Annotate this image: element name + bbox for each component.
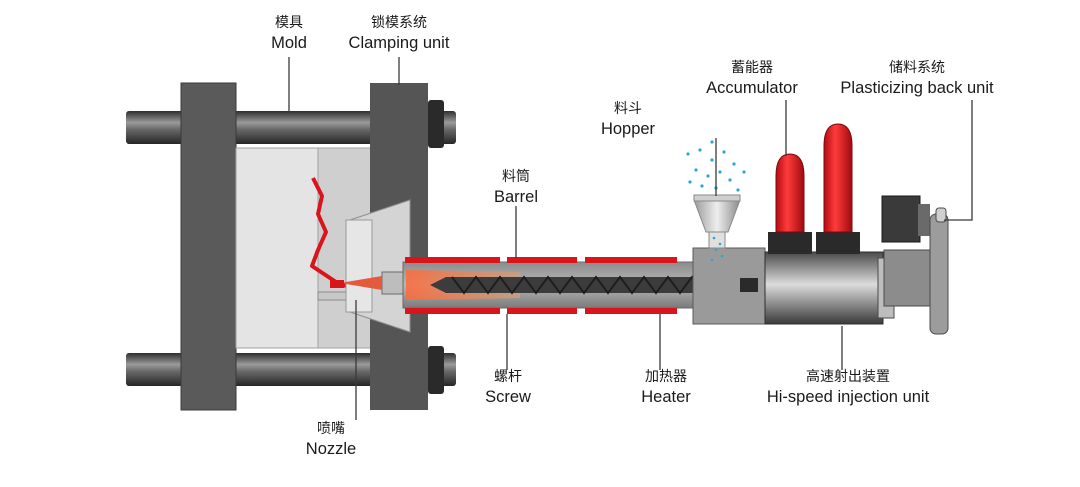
label-hopper: 料斗 Hopper — [592, 102, 664, 138]
mold-cavity — [310, 177, 347, 288]
accumulator-right — [823, 123, 853, 233]
label-heater: 加热器 Heater — [626, 370, 706, 406]
accumulator-left — [775, 153, 805, 233]
plasticizing-back-unit — [881, 195, 949, 335]
accumulators — [768, 123, 860, 254]
label-plasticizing: 储料系统 Plasticizing back unit — [826, 61, 1008, 97]
label-screw-zh: 螺杆 — [494, 369, 522, 385]
label-heater-en: Heater — [641, 388, 691, 406]
label-barrel: 料筒 Barrel — [480, 170, 552, 206]
barrel — [402, 257, 760, 314]
hopper-pellets — [686, 140, 746, 262]
label-plasticizing-zh: 储料系统 — [889, 60, 945, 76]
label-clamping: 锁模系统 Clamping unit — [333, 16, 465, 52]
label-hopper-en: Hopper — [600, 120, 656, 138]
label-screw: 螺杆 Screw — [472, 370, 544, 406]
label-nozzle-zh: 喷嘴 — [317, 421, 345, 437]
label-screw-en: Screw — [485, 388, 531, 406]
label-injection-zh: 高速射出装置 — [806, 369, 890, 385]
moving-platen — [181, 83, 236, 410]
label-nozzle: 喷嘴 Nozzle — [290, 422, 372, 458]
label-accumulator-en: Accumulator — [706, 79, 798, 97]
leader-lines — [288, 57, 973, 420]
label-clamping-en: Clamping unit — [348, 34, 450, 52]
heater-bands — [405, 257, 677, 314]
label-clamping-zh: 锁模系统 — [371, 15, 427, 31]
label-mold-en: Mold — [271, 34, 307, 52]
screw — [430, 275, 760, 295]
tie-bar-nut-top — [428, 100, 444, 148]
label-accumulator: 蓄能器 Accumulator — [690, 61, 814, 97]
label-heater-zh: 加热器 — [645, 369, 687, 385]
label-barrel-zh: 料筒 — [502, 169, 530, 185]
label-mold-zh: 模具 — [275, 15, 303, 31]
label-barrel-en: Barrel — [493, 188, 538, 206]
label-plasticizing-en: Plasticizing back unit — [840, 79, 994, 97]
label-injection-en: Hi-speed injection unit — [766, 388, 930, 406]
label-mold: 模具 Mold — [250, 16, 328, 52]
hopper — [686, 140, 746, 262]
label-nozzle-en: Nozzle — [305, 440, 357, 458]
tie-bar-nut-bottom — [428, 346, 444, 394]
injection-cylinder — [764, 249, 933, 325]
label-injection: 高速射出装置 Hi-speed injection unit — [748, 370, 948, 406]
label-hopper-zh: 料斗 — [614, 101, 642, 117]
label-accumulator-zh: 蓄能器 — [731, 60, 773, 76]
